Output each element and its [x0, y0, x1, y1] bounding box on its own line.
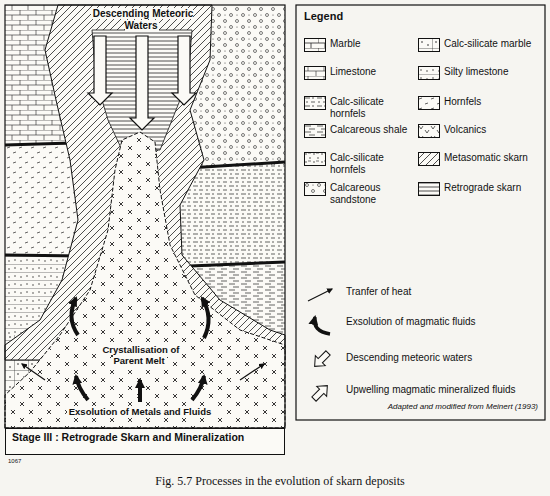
legend-text: Volcanics: [444, 124, 540, 136]
legend-text: Exsolution of magmatic fluids: [346, 316, 536, 328]
legend-text: Limestone: [330, 66, 414, 78]
legend-swatch: [304, 348, 338, 372]
legend-swatch: [304, 380, 338, 404]
stage-box: Stage III : Retrograde Skarn and Mineral…: [5, 428, 285, 455]
legend-text: Retrograde skarn: [444, 182, 540, 194]
legend-text: Calc-silicate marble: [444, 38, 540, 50]
process-label: Crystallisation of Parent Melt: [100, 344, 179, 366]
panel-ground: [5, 5, 285, 428]
source-note: Adapted and modified from Meinert (1993): [388, 402, 538, 411]
panel-frame: [5, 5, 285, 428]
legend-text: Tranfer of heat: [346, 286, 536, 298]
legend-text: Calc-silicate hornfels: [330, 152, 414, 176]
stage-title: Stage III : Retrograde Skarn and Mineral…: [12, 431, 278, 443]
legend-swatch: [418, 124, 440, 138]
legend-text: Upwelling magmatic mineralized fluids: [346, 384, 536, 396]
process-label: Exsolution of Metals and Fluids: [67, 406, 214, 417]
legend-swatch: [304, 38, 326, 52]
legend-swatch: [418, 38, 440, 52]
legend-text: Calcareous shale: [330, 124, 414, 136]
exsolution-arrows: [71, 298, 208, 402]
legend-swatch: [304, 152, 326, 166]
figure-caption: Fig. 5.7 Processes in the evolution of s…: [60, 474, 500, 488]
legend-text: Metasomatic skarn: [444, 152, 540, 164]
legend-swatch: [304, 96, 326, 110]
legend-swatch: [418, 96, 440, 110]
legend-swatch: [304, 312, 338, 336]
legend-text: Calcareous sandstone: [330, 182, 414, 206]
legend-swatch: [304, 66, 326, 80]
heat-arrows: [22, 364, 264, 380]
region-label: Descending Meteoric Waters: [91, 8, 194, 31]
legend-text: Hornfels: [444, 96, 540, 108]
process-label-box: Exsolution of Metals and Fluids: [50, 406, 230, 417]
legend-swatch: [304, 124, 326, 138]
legend-title: Legend: [304, 10, 343, 22]
legend-text: Calc-silicate hornfels: [330, 96, 414, 120]
meteoric-arrows: [88, 36, 196, 130]
retrograde-skarn: [92, 30, 192, 150]
legend-swatch: [418, 182, 440, 196]
legend-swatch: [418, 152, 440, 166]
legend-text: Silty limestone: [444, 66, 540, 78]
legend-title-box: Legend: [304, 10, 384, 23]
legend-text: Marble: [330, 38, 414, 50]
figure-number: 1067: [8, 458, 21, 464]
pluton: [5, 132, 285, 428]
legend-text: Descending meteoric waters: [346, 352, 536, 364]
process-label-box: Crystallisation of Parent Melt: [97, 344, 183, 367]
source-note-box: Adapted and modified from Meinert (1993): [320, 402, 538, 412]
figure-number-box: 1067: [8, 458, 48, 465]
legend-swatch: [304, 182, 326, 196]
legend-swatch: [418, 66, 440, 80]
legend-swatch: [304, 282, 338, 306]
legend-frame: [296, 5, 545, 420]
region-label-box: Descending Meteoric Waters: [80, 8, 204, 32]
